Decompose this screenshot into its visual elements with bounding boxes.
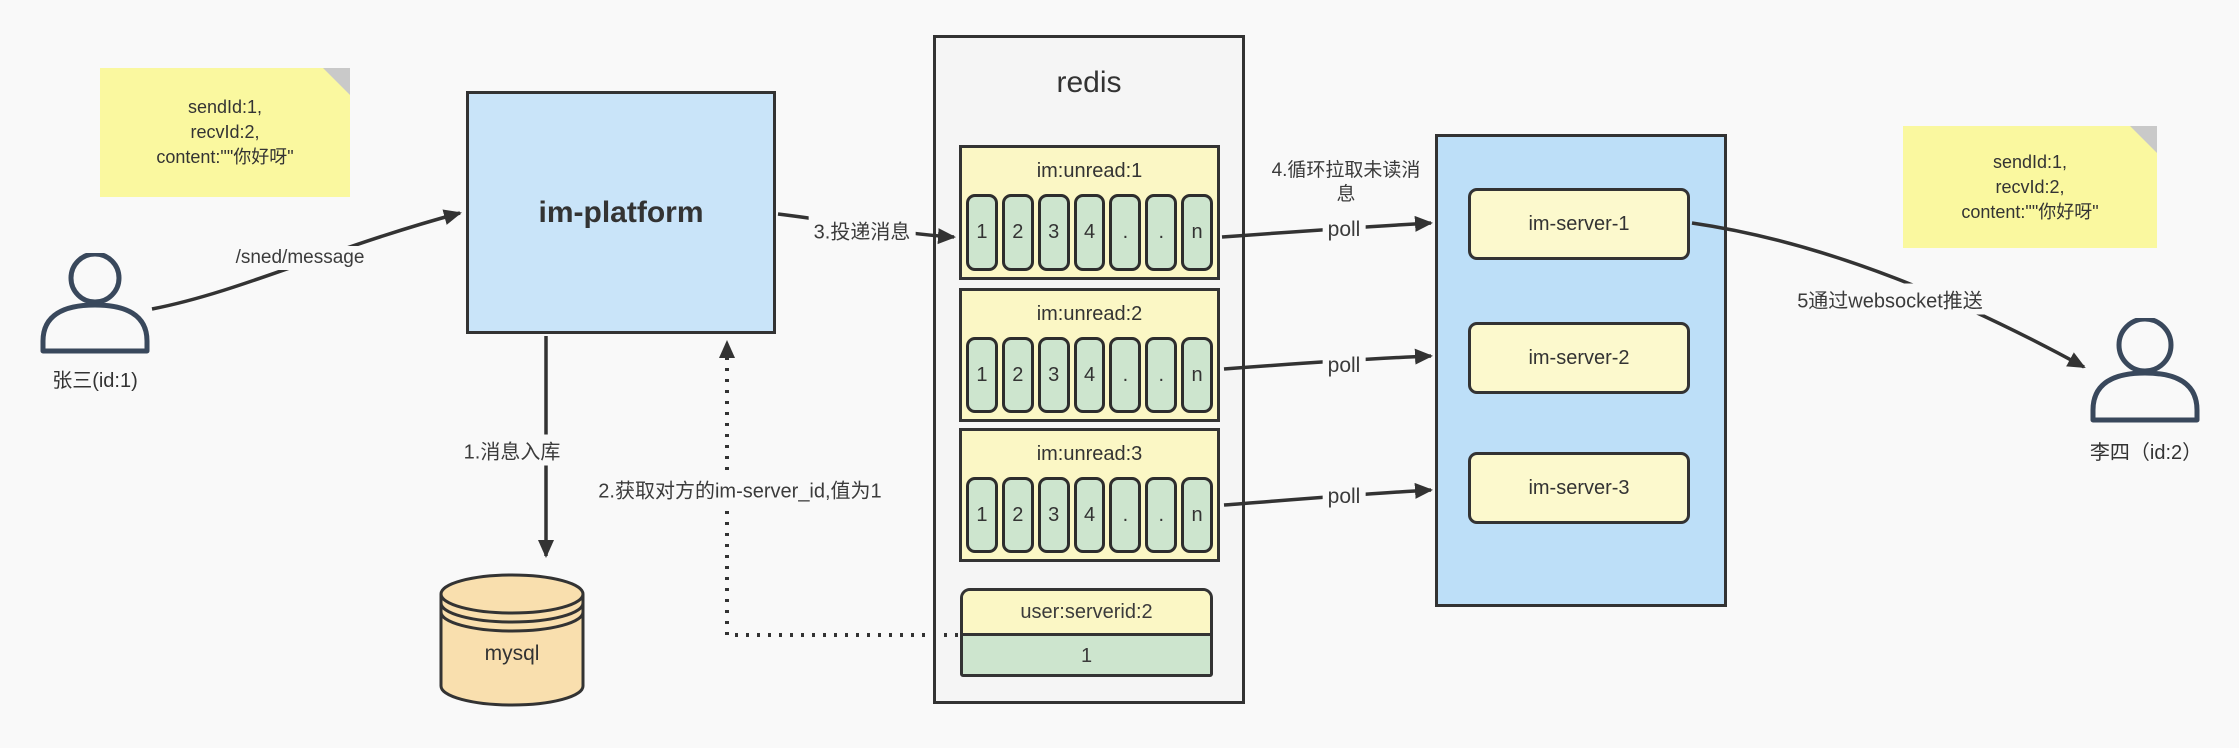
queue-cell: . xyxy=(1109,477,1142,553)
queue-cell: 4 xyxy=(1073,477,1106,553)
edge-label-poll-2: poll xyxy=(1322,353,1366,379)
im-server-2-label: im-server-2 xyxy=(1528,346,1630,369)
user-serverid-value: 1 xyxy=(1080,645,1093,667)
edge-label-store: 1.消息入库 xyxy=(458,434,566,466)
edge-label-poll-1: poll xyxy=(1322,217,1366,243)
im-platform-box: im-platform xyxy=(466,91,776,334)
edge-label-send: /sned/message xyxy=(230,246,370,270)
queue-cells: 1 2 3 4 . . n xyxy=(966,477,1214,553)
queue-title: im:unread:1 xyxy=(1036,160,1143,182)
queue-cell: 1 xyxy=(966,194,998,271)
queue-cell: 4 xyxy=(1073,337,1106,413)
sticky-note-left-text: sendId:1, recvId:2, content:""你好呀" xyxy=(156,97,294,167)
queue-im-unread-3: im:unread:3 1 2 3 4 . . n xyxy=(959,428,1220,562)
im-server-1-box: im-server-1 xyxy=(1468,188,1690,260)
queue-cell: 2 xyxy=(1001,194,1034,271)
edge-label-push: 5通过websocket推送 xyxy=(1792,283,1988,315)
edge-label-poll-3: poll xyxy=(1322,484,1366,510)
queue-cell: n xyxy=(1181,337,1214,413)
mysql-database-icon xyxy=(439,573,585,707)
queue-cell: . xyxy=(1145,337,1178,413)
queue-im-unread-1: im:unread:1 1 2 3 4 . . n xyxy=(959,145,1220,280)
sender-label: 张三(id:1) xyxy=(52,370,138,392)
queue-cells: 1 2 3 4 . . n xyxy=(966,194,1214,271)
im-server-3-box: im-server-3 xyxy=(1468,452,1690,524)
queue-cell: 2 xyxy=(1001,337,1034,413)
queue-cell: 2 xyxy=(1001,477,1034,553)
im-server-2-box: im-server-2 xyxy=(1468,322,1690,394)
mysql-label: mysql xyxy=(484,642,540,665)
user-serverid-key: user:serverid:2 xyxy=(963,591,1210,636)
queue-title: im:unread:3 xyxy=(1036,443,1143,465)
queue-cell: 3 xyxy=(1037,194,1070,271)
queue-cell: 1 xyxy=(966,337,998,413)
queue-cells: 1 2 3 4 . . n xyxy=(966,337,1214,413)
edge-label-fetch: 2.获取对方的im-server_id,值为1 xyxy=(593,473,887,505)
queue-cell: 1 xyxy=(966,477,998,553)
im-platform-label: im-platform xyxy=(538,195,704,229)
sticky-note-left: sendId:1, recvId:2, content:""你好呀" xyxy=(100,68,350,197)
redis-title: redis xyxy=(1056,66,1122,99)
queue-cell: n xyxy=(1181,194,1214,271)
note-fold-icon xyxy=(323,68,350,95)
queue-im-unread-2: im:unread:2 1 2 3 4 . . n xyxy=(959,288,1220,422)
im-server-3-label: im-server-3 xyxy=(1528,476,1630,499)
queue-cell: n xyxy=(1181,477,1214,553)
user-icon xyxy=(40,253,150,354)
note-fold-icon xyxy=(2130,126,2157,153)
queue-title: im:unread:2 xyxy=(1036,303,1143,325)
edge-label-poll-note: 4.循环拉取未读消息 xyxy=(1261,158,1431,208)
receiver-label: 李四（id:2） xyxy=(2089,442,2203,464)
user-serverid-box: user:serverid:2 1 xyxy=(960,588,1213,677)
edge-label-deliver: 3.投递消息 xyxy=(808,214,916,246)
queue-cell: . xyxy=(1145,477,1178,553)
queue-cell: 4 xyxy=(1073,194,1106,271)
queue-cell: 3 xyxy=(1037,337,1070,413)
sticky-note-right: sendId:1, recvId:2, content:""你好呀" xyxy=(1903,126,2157,248)
queue-cell: . xyxy=(1145,194,1178,271)
im-server-1-label: im-server-1 xyxy=(1528,212,1630,235)
queue-cell: . xyxy=(1109,194,1142,271)
user-icon xyxy=(2090,318,2200,423)
sticky-note-right-text: sendId:1, recvId:2, content:""你好呀" xyxy=(1961,151,2099,222)
queue-cell: 3 xyxy=(1037,477,1070,553)
queue-cell: . xyxy=(1109,337,1142,413)
